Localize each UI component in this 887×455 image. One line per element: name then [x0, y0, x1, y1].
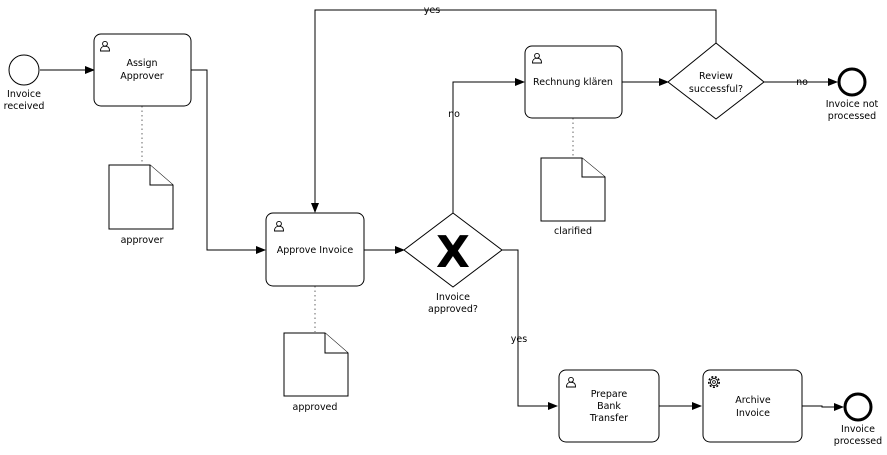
- flow-assign-to-approve[interactable]: [191, 69, 266, 254]
- task-rechnung-klaeren-label: Rechnung klären: [533, 77, 613, 88]
- task-prepare-bank-transfer[interactable]: Prepare Bank Transfer: [558, 369, 660, 443]
- end-event-not-processed-label-line-2: processed: [828, 111, 876, 122]
- task-prepare-bank-transfer-label-line-3: Transfer: [589, 413, 628, 424]
- data-associations: [141, 106, 574, 332]
- task-archive-invoice[interactable]: Archive Invoice: [702, 369, 803, 443]
- task-assign-approver-label-line-2: Approver: [120, 71, 164, 82]
- sequence-flows: [40, 9, 844, 411]
- start-event[interactable]: Invoice received: [4, 54, 45, 112]
- end-event-processed-label-line-1: Invoice: [841, 424, 875, 435]
- data-object-clarified[interactable]: clarified: [540, 157, 606, 237]
- flow-label-review-yes: yes: [424, 5, 440, 16]
- task-approve-invoice[interactable]: Approve Invoice: [265, 212, 365, 287]
- start-event-label-line-1: Invoice: [7, 89, 41, 100]
- end-event-processed[interactable]: Invoice processed: [834, 392, 882, 447]
- data-object-clarified-label: clarified: [554, 226, 592, 237]
- gateway-review-successful-label-line-2: successful?: [689, 84, 743, 95]
- data-object-approved[interactable]: approved: [283, 332, 349, 413]
- end-event-not-processed[interactable]: Invoice not processed: [826, 67, 879, 122]
- flow-label-review-no: no: [796, 77, 808, 88]
- task-archive-invoice-label-line-2: Invoice: [736, 408, 770, 419]
- gateway-invoice-approved-label-line-1: Invoice: [436, 292, 470, 303]
- start-event-label-line-2: received: [4, 101, 45, 112]
- data-object-approver-label: approver: [121, 235, 164, 246]
- task-assign-approver[interactable]: Assign Approver: [93, 33, 192, 107]
- gateway-review-successful[interactable]: Review successful?: [667, 42, 765, 120]
- task-approve-invoice-label: Approve Invoice: [277, 245, 354, 256]
- task-prepare-bank-transfer-label-line-2: Bank: [597, 401, 621, 412]
- data-object-approved-label: approved: [293, 402, 338, 413]
- end-event-processed-label-line-2: processed: [834, 436, 882, 447]
- gear-icon: [708, 376, 720, 388]
- end-event-not-processed-label-line-1: Invoice not: [826, 99, 879, 110]
- gateway-review-successful-label-line-1: Review: [699, 71, 733, 82]
- gateway-invoice-approved[interactable]: X Invoice approved?: [403, 212, 503, 315]
- flow-review-yes-to-approve[interactable]: [311, 9, 717, 213]
- gateway-invoice-approved-label-line-2: approved?: [428, 304, 478, 315]
- flow-archive-to-end[interactable]: [802, 403, 844, 411]
- task-archive-invoice-label-line-1: Archive: [735, 395, 771, 406]
- flow-gateway-no-to-rechnung[interactable]: [452, 78, 525, 213]
- task-prepare-bank-transfer-label-line-1: Prepare: [591, 389, 628, 400]
- task-rechnung-klaeren[interactable]: Rechnung klären: [524, 45, 623, 119]
- flow-label-approved-no: no: [448, 109, 460, 120]
- task-assign-approver-label-line-1: Assign: [126, 58, 157, 69]
- data-object-approver[interactable]: approver: [108, 164, 174, 246]
- exclusive-gateway-x-marker: X: [436, 227, 470, 278]
- flow-gateway-yes-to-prepare[interactable]: [502, 249, 558, 410]
- flow-label-approved-yes: yes: [511, 334, 527, 345]
